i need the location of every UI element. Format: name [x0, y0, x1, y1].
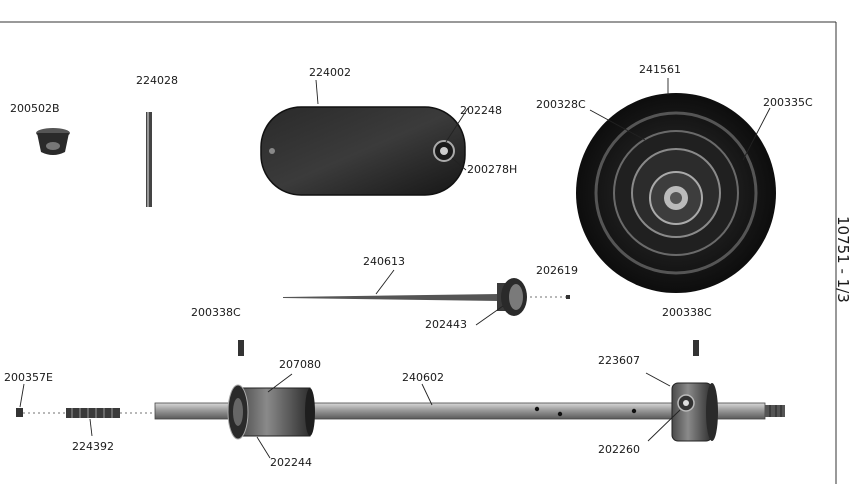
part-224392-spring — [66, 408, 155, 418]
label-202619: 202619 — [536, 264, 578, 277]
label-202248: 202248 — [460, 104, 502, 117]
part-224028-rod — [146, 112, 152, 207]
leader-lines — [19, 78, 771, 459]
label-200338C-right: 200338C — [662, 306, 712, 319]
part-200502B-cap — [36, 128, 70, 155]
label-240602: 240602 — [402, 371, 444, 384]
part-200357E-nut — [16, 408, 66, 417]
label-200335C: 200335C — [763, 96, 813, 109]
label-240613: 240613 — [363, 255, 405, 268]
side-page-label: 10751 - 1/3 — [834, 216, 852, 303]
label-200278H: 200278H — [467, 163, 517, 176]
part-240613-needle — [283, 278, 570, 316]
label-224392: 224392 — [72, 440, 114, 453]
label-200328C: 200328C — [536, 98, 586, 111]
label-224002: 224002 — [309, 66, 351, 79]
label-200502B: 200502B — [10, 102, 60, 115]
label-207080: 207080 — [279, 358, 321, 371]
label-202244: 202244 — [270, 456, 312, 469]
label-200357E: 200357E — [4, 371, 53, 384]
part-224002-plate — [260, 106, 466, 196]
part-200338C-left-screw — [238, 340, 244, 356]
label-200338C-left: 200338C — [191, 306, 241, 319]
part-207080-cylinder — [227, 384, 315, 440]
part-200338C-right-screw — [693, 340, 699, 356]
label-224028: 224028 — [136, 74, 178, 87]
label-202260: 202260 — [598, 443, 640, 456]
part-241561-wheel — [576, 93, 776, 293]
label-223607: 223607 — [598, 354, 640, 367]
label-241561: 241561 — [639, 63, 681, 76]
label-202443: 202443 — [425, 318, 467, 331]
part-223607-collar — [671, 382, 718, 442]
